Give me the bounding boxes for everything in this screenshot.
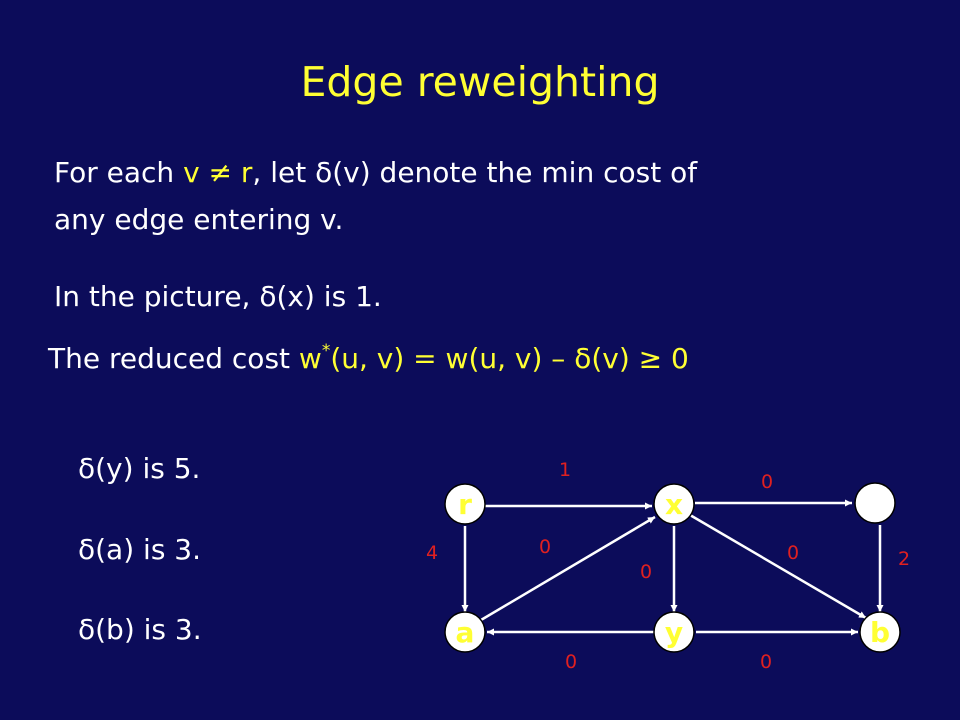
delta-a: δ(a) is 3. bbox=[78, 533, 202, 566]
definition-prefix: For each bbox=[54, 156, 184, 189]
weight-x-y: 0 bbox=[640, 561, 652, 583]
definition-line-1: For each v ≠ r, let δ(v) denote the min … bbox=[54, 156, 697, 189]
slide-title: Edge reweighting bbox=[300, 58, 660, 106]
node-x bbox=[653, 483, 695, 525]
node-label-a: a bbox=[456, 616, 475, 649]
node-b bbox=[859, 611, 901, 653]
delta-y: δ(y) is 5. bbox=[78, 452, 201, 485]
weight-r-a: 4 bbox=[426, 542, 438, 564]
node-label-r: r bbox=[458, 488, 472, 521]
weight-y-a: 0 bbox=[565, 651, 577, 673]
weight-a-x: 0 bbox=[539, 536, 551, 558]
node-a bbox=[444, 611, 486, 653]
reduced-cost-line: The reduced cost w*(u, v) = w(u, v) – δ(… bbox=[48, 342, 689, 375]
example-delta-x: In the picture, δ(x) is 1. bbox=[54, 280, 382, 313]
node-r bbox=[444, 483, 486, 525]
weight-r-x: 1 bbox=[559, 459, 571, 481]
node-label-x: x bbox=[665, 488, 683, 521]
node-t bbox=[854, 482, 896, 524]
edge-a-x bbox=[480, 515, 656, 622]
edge-x-b bbox=[689, 513, 867, 620]
definition-suffix: , let δ(v) denote the min cost of bbox=[252, 156, 698, 189]
definition-condition: v ≠ r bbox=[183, 156, 253, 189]
delta-b: δ(b) is 3. bbox=[78, 613, 202, 646]
reduced-cost-star: * bbox=[321, 341, 331, 361]
reduced-cost-formula: (u, v) = w(u, v) – δ(v) ≥ 0 bbox=[330, 342, 689, 375]
reduced-cost-prefix: The reduced cost bbox=[48, 342, 299, 375]
node-label-b: b bbox=[870, 616, 890, 649]
node-label-y: y bbox=[665, 616, 683, 649]
weight-x-b: 0 bbox=[787, 542, 799, 564]
weight-y-b: 0 bbox=[760, 651, 772, 673]
definition-line-2: any edge entering v. bbox=[54, 203, 344, 236]
reduced-cost-w: w bbox=[298, 342, 322, 375]
weight-x-t: 0 bbox=[761, 471, 773, 493]
weight-t-b: 2 bbox=[898, 548, 910, 570]
node-y bbox=[653, 611, 695, 653]
